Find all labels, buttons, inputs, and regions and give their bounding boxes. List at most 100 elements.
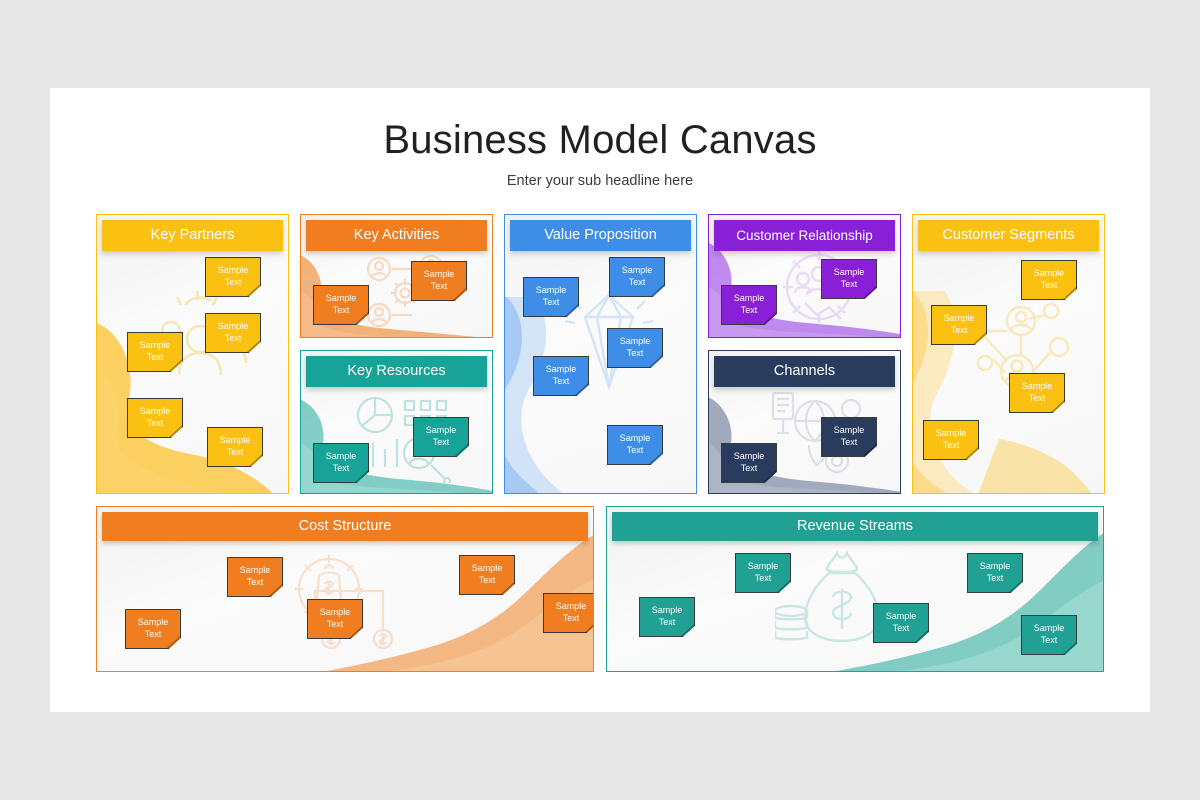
panel-header: Key Resources — [306, 356, 487, 387]
note-line-1: Sample — [325, 451, 357, 461]
note-line-2: Text — [626, 347, 644, 358]
note-line-1: Sample — [555, 601, 587, 611]
sticky-note[interactable]: Sample Text — [609, 257, 665, 297]
sticky-note[interactable]: Sample Text — [313, 285, 369, 325]
note-line-2: Text — [430, 280, 448, 291]
sticky-note[interactable]: Sample Text — [313, 443, 369, 483]
sticky-note[interactable]: Sample Text — [923, 420, 979, 460]
note-line-2: Text — [1040, 279, 1058, 290]
sticky-note[interactable]: Sample Text — [207, 427, 263, 467]
panel-header: Key Activities — [306, 220, 487, 251]
note-line-1: Sample — [651, 605, 683, 615]
note-line-2: Text — [562, 612, 580, 623]
note-line-1: Sample — [139, 406, 171, 416]
note-line-2: Text — [478, 574, 496, 585]
note-line-1: Sample — [1033, 623, 1065, 633]
note-line-2: Text — [986, 572, 1004, 583]
note-line-2: Text — [840, 436, 858, 447]
sticky-note[interactable]: Sample Text — [1021, 260, 1077, 300]
sticky-note[interactable]: Sample Text — [931, 305, 987, 345]
note-line-2: Text — [332, 304, 350, 315]
panel-value-proposition[interactable]: Sample Text Sample Text Sample Text Samp… — [504, 214, 697, 494]
note-line-2: Text — [542, 296, 560, 307]
note-line-2: Text — [626, 444, 644, 455]
panel-key-partners[interactable]: Sample Text Sample Text Sample Text Samp… — [96, 214, 289, 494]
note-line-2: Text — [432, 436, 450, 447]
note-line-2: Text — [740, 304, 758, 315]
sticky-note[interactable]: Sample Text — [413, 417, 469, 457]
panel-header: Revenue Streams — [612, 512, 1098, 541]
sticky-note[interactable]: Sample Text — [607, 425, 663, 465]
note-line-1: Sample — [423, 269, 455, 279]
note-line-2: Text — [226, 446, 244, 457]
note-line-2: Text — [552, 375, 570, 386]
sticky-note[interactable]: Sample Text — [459, 555, 515, 595]
sticky-note[interactable]: Sample Text — [227, 557, 283, 597]
sticky-note[interactable]: Sample Text — [411, 261, 467, 301]
sticky-note[interactable]: Sample Text — [205, 313, 261, 353]
slide-canvas: Business Model Canvas Enter your sub hea… — [50, 88, 1150, 712]
sticky-note[interactable]: Sample Text — [523, 277, 579, 317]
sticky-note[interactable]: Sample Text — [127, 332, 183, 372]
panel-key-activities[interactable]: Sample Text Sample Text Key Activities — [300, 214, 493, 338]
note-line-1: Sample — [833, 425, 865, 435]
page-title: Business Model Canvas — [383, 118, 817, 162]
note-line-1: Sample — [239, 565, 271, 575]
note-line-2: Text — [146, 417, 164, 428]
sticky-note[interactable]: Sample Text — [735, 553, 791, 593]
sticky-note[interactable]: Sample Text — [205, 257, 261, 297]
note-line-1: Sample — [979, 561, 1011, 571]
note-line-1: Sample — [535, 285, 567, 295]
sticky-note[interactable]: Sample Text — [721, 443, 777, 483]
note-line-2: Text — [628, 276, 646, 287]
panel-cost-structure[interactable]: Sample Text Sample Text Sample Text Samp… — [96, 506, 594, 672]
note-line-2: Text — [326, 618, 344, 629]
panel-revenue-streams[interactable]: Sample Text Sample Text Sample Text Samp… — [606, 506, 1104, 672]
sticky-note[interactable]: Sample Text — [1021, 615, 1077, 655]
panel-body: Sample Text Sample Text Sample Text Samp… — [505, 215, 696, 493]
panel-header: Customer Segments — [918, 220, 1099, 251]
panel-customer-relationship[interactable]: Sample Text Sample Text Customer Relatio… — [708, 214, 901, 338]
sticky-note[interactable]: Sample Text — [1009, 373, 1065, 413]
note-line-1: Sample — [319, 607, 351, 617]
panel-header: Channels — [714, 356, 895, 387]
note-line-2: Text — [658, 616, 676, 627]
sticky-note[interactable]: Sample Text — [873, 603, 929, 643]
note-line-1: Sample — [619, 433, 651, 443]
sticky-note[interactable]: Sample Text — [307, 599, 363, 639]
note-line-1: Sample — [621, 265, 653, 275]
panel-customer-segments[interactable]: Sample Text Sample Text Sample Text Samp… — [912, 214, 1105, 494]
sticky-note[interactable]: Sample Text — [821, 417, 877, 457]
note-line-1: Sample — [219, 435, 251, 445]
note-line-1: Sample — [139, 340, 171, 350]
sticky-note[interactable]: Sample Text — [821, 259, 877, 299]
note-line-1: Sample — [1033, 268, 1065, 278]
sticky-note[interactable]: Sample Text — [721, 285, 777, 325]
sticky-note[interactable]: Sample Text — [607, 328, 663, 368]
panel-channels[interactable]: Sample Text Sample Text Channels — [708, 350, 901, 494]
sticky-note[interactable]: Sample Text — [967, 553, 1023, 593]
note-line-1: Sample — [943, 313, 975, 323]
sticky-note[interactable]: Sample Text — [639, 597, 695, 637]
note-line-2: Text — [740, 462, 758, 473]
sticky-note[interactable]: Sample Text — [127, 398, 183, 438]
note-line-2: Text — [1028, 392, 1046, 403]
panel-body: Sample Text Sample Text Sample Text Samp… — [97, 215, 288, 493]
sticky-note[interactable]: Sample Text — [125, 609, 181, 649]
panel-header: Key Partners — [102, 220, 283, 251]
note-line-1: Sample — [137, 617, 169, 627]
note-line-1: Sample — [935, 428, 967, 438]
note-line-2: Text — [1040, 634, 1058, 645]
panel-body: Sample Text Sample Text Sample Text Samp… — [913, 215, 1104, 493]
note-line-1: Sample — [747, 561, 779, 571]
note-line-1: Sample — [217, 265, 249, 275]
sticky-note[interactable]: Sample Text — [543, 593, 593, 633]
note-line-2: Text — [942, 439, 960, 450]
note-line-2: Text — [246, 576, 264, 587]
sticky-note[interactable]: Sample Text — [533, 356, 589, 396]
panel-header: Cost Structure — [102, 512, 588, 541]
note-line-1: Sample — [325, 293, 357, 303]
note-line-1: Sample — [833, 267, 865, 277]
note-line-2: Text — [332, 462, 350, 473]
panel-key-resources[interactable]: Sample Text Sample Text Key Resources — [300, 350, 493, 494]
